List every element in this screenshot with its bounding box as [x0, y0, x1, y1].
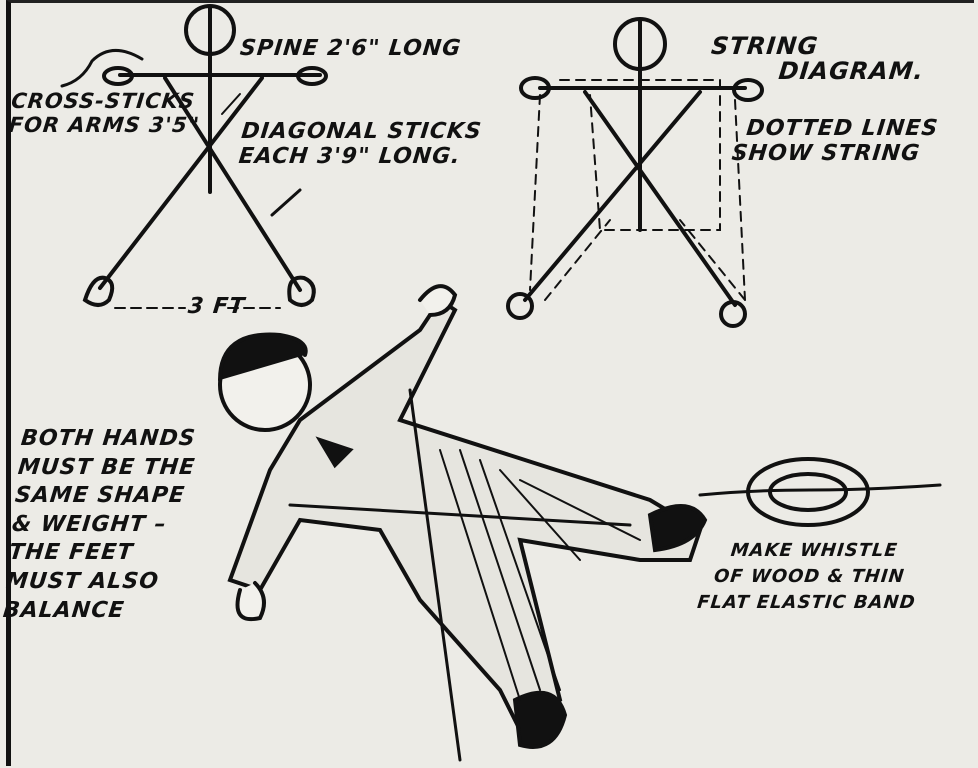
- note-line: DOTTED LINES: [745, 116, 940, 141]
- balance-note: BOTH HANDS MUST BE THE SAME SHAPE & WEIG…: [1, 425, 199, 625]
- frame-diagram: [60, 4, 328, 309]
- diagonal-sticks-line: EACH 3'9" LONG.: [237, 143, 462, 169]
- whistle-drawing: [698, 457, 942, 527]
- string-diagram: [506, 17, 764, 328]
- note-line: SAME SHAPE: [13, 483, 187, 509]
- width-label: 3 FT: [186, 294, 247, 319]
- dotted-lines-note: DOTTED LINES SHOW STRING: [730, 116, 940, 166]
- diagonal-sticks-label: DIAGONAL STICKS EACH 3'9" LONG.: [237, 119, 484, 169]
- note-line: BOTH HANDS: [19, 426, 197, 451]
- note-line: SHOW STRING: [730, 140, 922, 166]
- title-line: DIAGRAM.: [777, 57, 926, 86]
- note-line: FLAT ELASTIC BAND: [696, 592, 917, 614]
- illustration-frame: [6, 0, 974, 766]
- note-line: MUST BE THE: [16, 454, 197, 480]
- note-line: MAKE WHISTLE: [729, 540, 899, 561]
- note-line: OF WOOD & THIN: [712, 566, 906, 588]
- kite-figure: [218, 284, 708, 762]
- note-line: BALANCE: [1, 597, 126, 623]
- diagonal-sticks-line: DIAGONAL STICKS: [240, 119, 484, 144]
- spine-label: SPINE 2'6" LONG: [238, 36, 463, 61]
- cross-sticks-label: CROSS-STICKS FOR ARMS 3'5": [7, 89, 204, 137]
- cross-sticks-line: CROSS-STICKS: [10, 89, 197, 113]
- note-line: & WEIGHT –: [10, 511, 168, 537]
- whistle-note: MAKE WHISTLE OF WOOD & THIN FLAT ELASTIC…: [696, 538, 923, 616]
- note-line: MUST ALSO: [4, 568, 161, 594]
- title-line: STRING: [709, 32, 820, 60]
- note-line: THE FEET: [7, 540, 135, 566]
- cross-sticks-line: FOR ARMS 3'5": [7, 112, 202, 137]
- string-diagram-title: STRING DIAGRAM.: [707, 32, 927, 86]
